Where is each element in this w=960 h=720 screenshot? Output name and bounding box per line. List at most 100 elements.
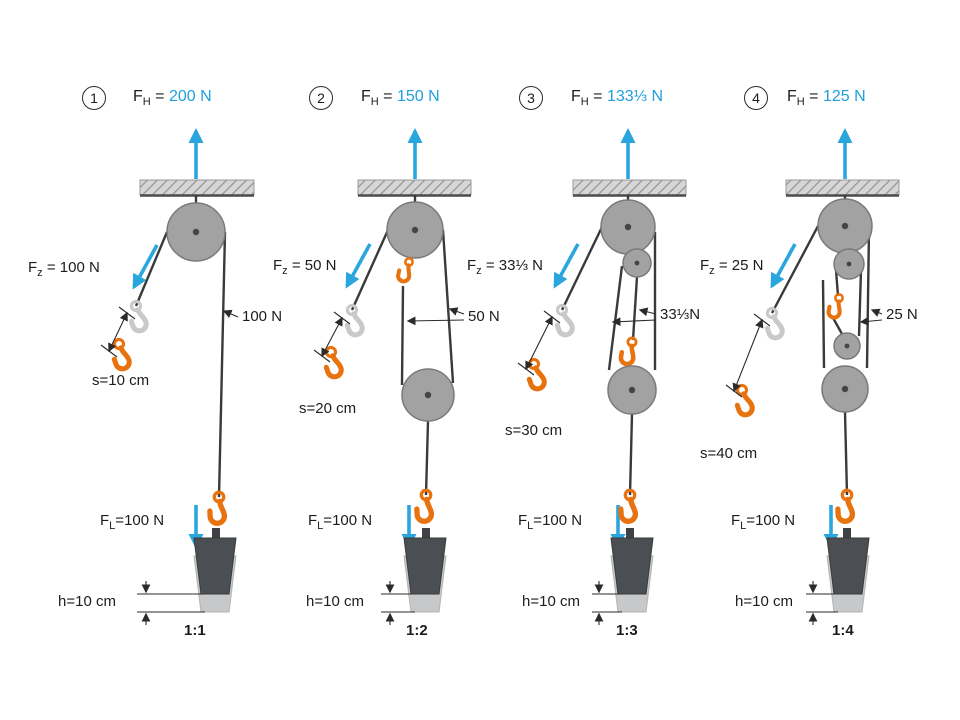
force-symbol: F (731, 512, 741, 529)
force-symbol: F (787, 88, 797, 105)
fh-value: 125 N (822, 88, 866, 105)
force-symbol: F (518, 512, 528, 529)
fh-label: FH = 133⅓ N (571, 88, 663, 109)
h-dimension (806, 581, 838, 625)
fh-value: 150 N (396, 88, 440, 105)
equals: = (115, 512, 125, 529)
pull-hook-icon (107, 338, 133, 371)
weight-ring (843, 528, 851, 539)
rope-force-leader (406, 307, 465, 326)
panel-number: 2 (309, 86, 333, 110)
fz-label: Fz = 100 N (28, 259, 100, 280)
weight (403, 537, 447, 595)
s-dimension (517, 310, 561, 376)
fl-value: 100 N (542, 512, 583, 529)
fl-value: 100 N (332, 512, 373, 529)
panel-3-system (517, 127, 687, 625)
ceiling (785, 179, 900, 196)
weight-ring (422, 528, 430, 539)
ratio-label: 1:1 (184, 622, 206, 639)
equals: = (533, 512, 543, 529)
force-symbol: F (100, 512, 110, 529)
force-subscript: H (370, 96, 379, 109)
force-symbol: F (308, 512, 318, 529)
equals: = (746, 512, 756, 529)
pulley-axle (841, 385, 849, 393)
fz-value: 100 N (59, 259, 100, 276)
rope-force-label: 25 N (886, 306, 918, 323)
fz-label: Fz = 33⅓ N (467, 257, 543, 278)
force-symbol: F (28, 259, 38, 276)
pull-hook-icon (319, 346, 345, 379)
equals: = (378, 88, 397, 105)
equals: = (323, 512, 333, 529)
force-subscript: L (527, 520, 534, 532)
equals: = (42, 259, 60, 276)
ceiling (139, 179, 255, 196)
h-dimension (381, 581, 415, 625)
force-subscript: L (109, 520, 116, 532)
panel-number: 3 (519, 86, 543, 110)
force-symbol: F (571, 88, 581, 105)
pulley-axle (411, 226, 419, 234)
fl-label: FL=100 N (100, 512, 164, 533)
equals: = (588, 88, 607, 105)
panel-1-system (100, 127, 255, 625)
fz-value: 33⅓ N (498, 257, 543, 274)
weight-ring (626, 528, 634, 539)
pulley-axle (624, 223, 632, 231)
weight-ring (212, 528, 220, 539)
panel-number: 4 (744, 86, 768, 110)
h-height-label: h=10 cm (522, 593, 580, 610)
anchor-hook-icon (397, 257, 413, 282)
weight (826, 537, 870, 595)
force-subscript: L (740, 520, 747, 532)
s-dimension (313, 311, 351, 363)
load-hook-icon (207, 492, 227, 525)
s-dimension (100, 306, 136, 358)
panel-4-system (725, 127, 900, 625)
equals: = (804, 88, 823, 105)
ratio-label: 1:3 (616, 622, 638, 639)
ratio-label: 1:2 (406, 622, 428, 639)
force-subscript: L (317, 520, 324, 532)
equals: = (287, 257, 305, 274)
h-dimension (592, 581, 622, 625)
pulley-axle (192, 228, 200, 236)
rope-force-label: 33⅓N (660, 306, 701, 323)
ratio-label: 1:4 (832, 622, 854, 639)
pulley-axle (844, 343, 850, 349)
weight (193, 537, 237, 595)
h-height-label: h=10 cm (735, 593, 793, 610)
fh-value: 133⅓ N (606, 88, 664, 105)
force-symbol: F (467, 257, 477, 274)
fz-arrow (553, 243, 580, 289)
fz-arrow (132, 244, 159, 290)
s-dimension (725, 313, 771, 398)
fz-arrow (770, 243, 797, 289)
equals: = (150, 88, 169, 105)
force-subscript: H (796, 96, 805, 109)
fl-value: 100 N (755, 512, 796, 529)
s-distance-label: s=20 cm (299, 400, 357, 417)
fl-label: FL=100 N (308, 512, 372, 533)
fl-label: FL=100 N (731, 512, 795, 533)
panel-2-system (313, 127, 472, 625)
fz-label: Fz = 25 N (700, 257, 763, 278)
load-hook-icon (835, 490, 855, 523)
force-symbol: F (133, 88, 143, 105)
fz-value: 25 N (731, 257, 764, 274)
force-subscript: z (282, 265, 288, 277)
force-subscript: H (580, 96, 589, 109)
force-subscript: H (142, 96, 151, 109)
pulley-axle (846, 261, 852, 267)
fl-value: 100 N (124, 512, 165, 529)
weight (610, 537, 654, 595)
load-hook-icon (414, 490, 434, 523)
rope-force-label: 50 N (468, 308, 500, 325)
rope-force-label: 100 N (242, 308, 283, 325)
equals: = (481, 257, 499, 274)
rope-force-leader (859, 308, 883, 326)
